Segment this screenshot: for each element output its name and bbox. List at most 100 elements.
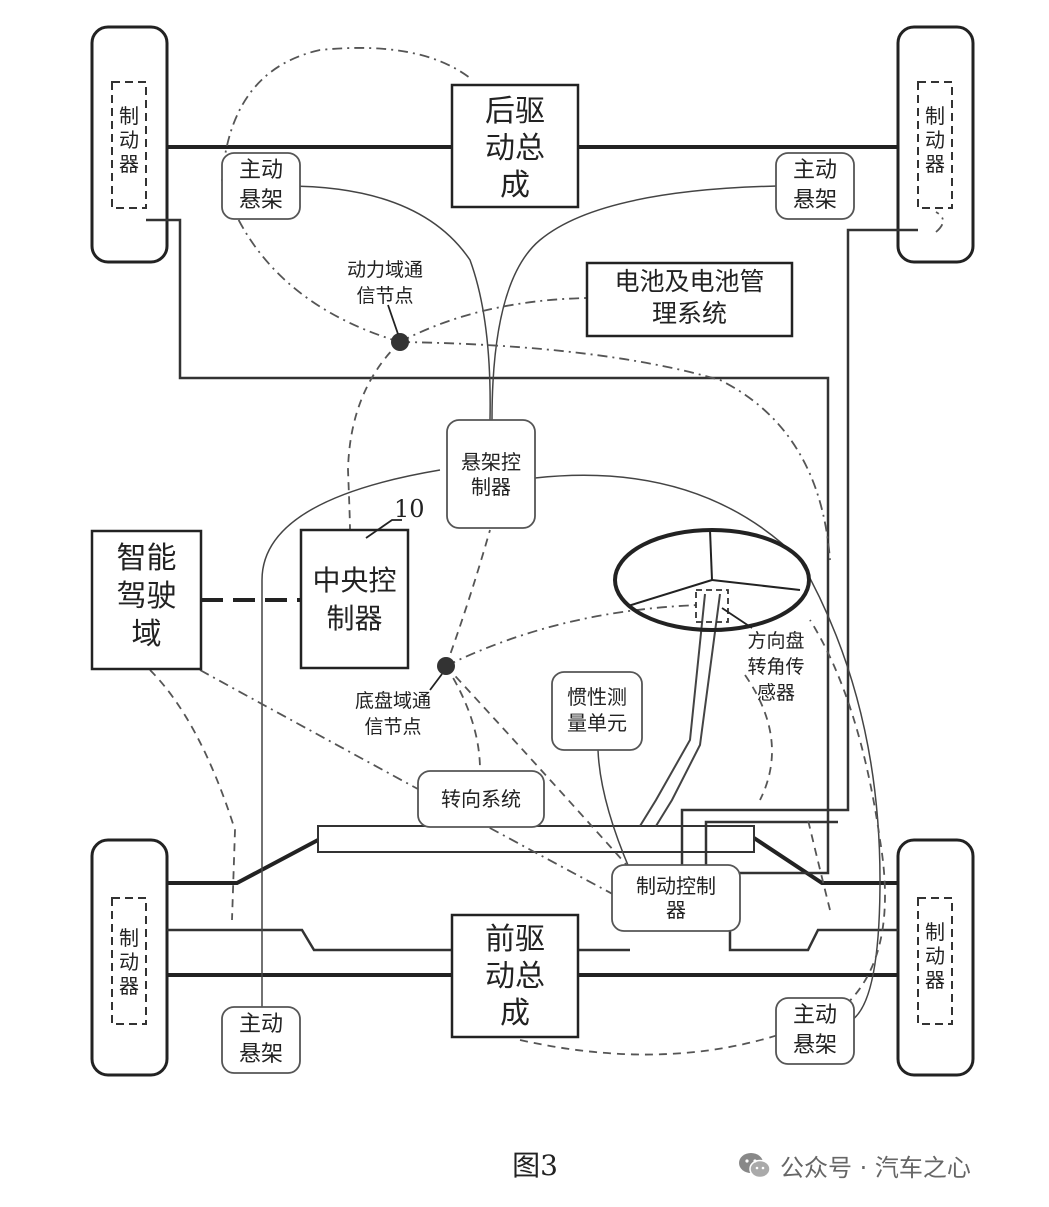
suspension-controller-line-1: 悬架控 [461, 450, 521, 474]
rear-drive-box [450, 83, 580, 209]
central-controller-line-2: 制器 [326, 602, 383, 635]
imu-line-1: 惯性测 [567, 685, 627, 709]
steering-sensor-label: 方向盘 转角传 感器 [728, 628, 824, 706]
steering-tie-left [167, 838, 319, 885]
brake-bracket-front-right [917, 897, 953, 1025]
comm-power-to-battery [399, 297, 589, 343]
brake-rear-left-char-2: 动 [119, 128, 139, 152]
chassis-domain-line-1: 底盘域通 [354, 690, 431, 712]
suspension-front-left-line-1: 主动 [238, 1012, 283, 1037]
central-controller-line-1: 中央控 [312, 564, 397, 597]
comm-front-right [807, 819, 831, 911]
comm-chassis-to-steer [445, 604, 701, 667]
comm-sensor-to-brake [744, 674, 773, 801]
leader-callout-10 [365, 519, 402, 539]
suspension-rear-left-line-2: 悬架 [238, 188, 283, 213]
suspension-label-front-left: 主动 悬架 [222, 1010, 300, 1070]
comm-chassis-to-steering [445, 665, 481, 771]
front-drive-line-1: 前驱 [485, 922, 545, 957]
power-domain-node [391, 333, 409, 351]
steering-sensor-line-1: 方向盘 [747, 630, 805, 652]
steering-column-2 [655, 593, 721, 827]
brake-controller-box [611, 864, 741, 932]
suspension-label-front-right: 主动 悬架 [776, 1001, 854, 1061]
steering-column [639, 593, 706, 827]
watermark-text: 公众号 · 汽车之心 [780, 1154, 971, 1182]
comm-power-to-central [347, 341, 401, 531]
brake-line-front-right [728, 928, 898, 952]
wheel-front-right [896, 838, 975, 1077]
imu-label: 惯性测 量单元 [552, 684, 642, 736]
chassis-domain-node [437, 657, 455, 675]
suspension-box-front-left [221, 1006, 301, 1074]
steering-angle-sensor-bracket [695, 589, 729, 623]
leader-power-node [387, 304, 399, 335]
central-controller-label: 中央控 制器 [301, 562, 408, 638]
brake-front-right-char-1: 制 [925, 920, 945, 944]
battery-line-1: 电池及电池管 [614, 267, 765, 296]
brake-front-right-char-2: 动 [925, 944, 945, 968]
brake-rear-right-char-1: 制 [925, 104, 945, 128]
power-domain-label: 动力域通 信节点 [330, 257, 440, 309]
suspension-front-right-line-2: 悬架 [792, 1033, 837, 1058]
front-drive-line-2: 动总 [485, 959, 545, 994]
smart-drive-line-1: 智能 [116, 541, 177, 576]
rear-drive-label: 后驱 动总 成 [452, 93, 578, 204]
figure-caption: 图3 [512, 1149, 558, 1182]
suspension-box-rear-left [221, 152, 301, 220]
suspension-controller-box [446, 419, 536, 529]
smart-drive-line-3: 域 [131, 617, 162, 652]
smart-drive-box [90, 529, 203, 671]
callout-number: 10 [394, 495, 425, 523]
brake-controller-line-1: 制动控制 [636, 874, 716, 898]
smart-drive-line-2: 驾驶 [116, 579, 177, 614]
front-drive-box [450, 913, 580, 1039]
steering-system-box [417, 770, 545, 828]
power-domain-line-2: 信节点 [356, 285, 414, 307]
steering-sensor-line-3: 感器 [756, 682, 795, 704]
suspension-box-front-right [775, 997, 855, 1065]
watermark: 公众号 · 汽车之心 [738, 1148, 971, 1183]
brake-rear-right-char-3: 器 [925, 152, 945, 176]
brake-front-left-char-2: 动 [119, 950, 139, 974]
comm-power-to-rear [221, 47, 471, 343]
wheel-rear-right [896, 25, 975, 264]
comm-power-arc [399, 341, 831, 561]
suspension-label-rear-left: 主动 悬架 [222, 156, 300, 216]
comm-smart-to-wheel [149, 669, 236, 921]
imu-box [551, 671, 643, 751]
wire-imu [597, 749, 631, 871]
front-drive-label: 前驱 动总 成 [452, 921, 578, 1032]
battery-label: 电池及电池管 理系统 [587, 266, 792, 330]
central-controller-box [299, 528, 410, 670]
brake-label-front-right: 制 动 器 [923, 920, 947, 992]
wheel-front-left [90, 838, 169, 1077]
suspension-label-rear-right: 主动 悬架 [776, 156, 854, 216]
brake-front-left-char-1: 制 [119, 926, 139, 950]
wechat-icon [738, 1152, 772, 1180]
wheel-rear-left [90, 25, 169, 264]
chassis-domain-label: 底盘域通 信节点 [338, 688, 448, 740]
brake-rear-left-char-3: 器 [119, 152, 139, 176]
suspension-rear-right-line-2: 悬架 [792, 188, 837, 213]
brake-label-rear-right: 制 动 器 [923, 104, 947, 176]
power-domain-line-1: 动力域通 [346, 259, 423, 281]
suspension-rear-right-line-1: 主动 [792, 158, 837, 183]
brake-bracket-rear-left [111, 81, 147, 209]
suspension-controller-label: 悬架控 制器 [447, 450, 535, 500]
battery-box [585, 261, 794, 338]
suspension-rear-left-line-1: 主动 [238, 158, 283, 183]
brake-controller-label: 制动控制 器 [612, 874, 740, 922]
wire-susp-rear-left [285, 185, 491, 421]
rear-drive-line-2: 动总 [485, 131, 545, 166]
imu-line-2: 量单元 [567, 711, 627, 735]
brake-rear-right-char-2: 动 [925, 128, 945, 152]
leader-sensor [721, 607, 753, 629]
comm-chassis-to-brake [445, 665, 641, 881]
battery-line-2: 理系统 [651, 299, 727, 328]
comm-rearbrake [935, 211, 944, 233]
smart-drive-label: 智能 驾驶 域 [92, 540, 201, 654]
wire-susp-rear-right [491, 185, 779, 421]
brake-controller-line-2: 器 [666, 898, 686, 922]
